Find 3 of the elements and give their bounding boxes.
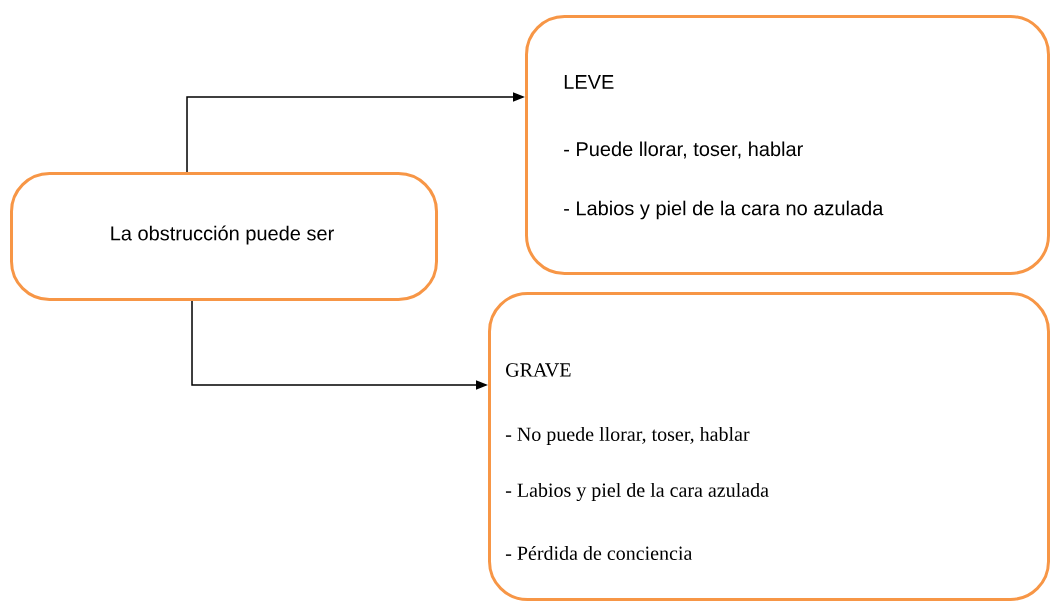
text-box: GRAVE - No puede llorar, toser, hablar - Labios y piel de la cara azulada - Pérdida de conciencia <box>488 292 1050 601</box>
text-box: La obstrucción puede ser <box>10 172 438 301</box>
text-box: LEVE - Puede llorar, toser, hablar - Labios y piel de la cara no azulada <box>525 15 1050 275</box>
